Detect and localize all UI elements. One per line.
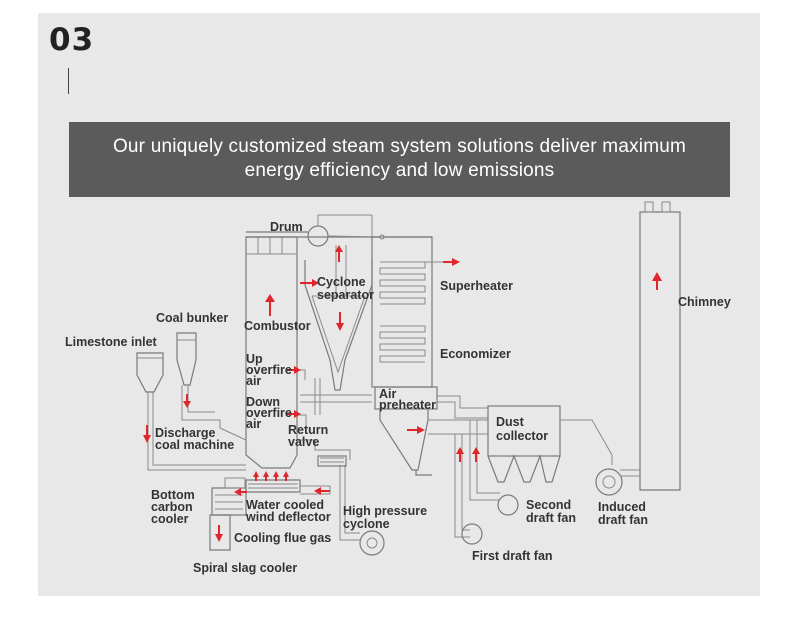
drum: [307, 214, 385, 247]
label-induced-draft-2: draft fan: [598, 513, 648, 527]
limestone-inlet-unit: [136, 352, 246, 471]
label-return-valve-1: Return: [288, 423, 328, 437]
label-coal-bunker: Coal bunker: [156, 311, 228, 325]
label-air-preheater-2: preheater: [379, 398, 436, 412]
label-economizer: Economizer: [440, 347, 511, 361]
label-second-draft-2: draft fan: [526, 511, 576, 525]
label-bottom-carbon-2: carbon: [151, 500, 193, 514]
label-air-preheater-1: Air: [379, 387, 397, 401]
label-dust-collector-1: Dust: [496, 415, 525, 429]
label-bottom-carbon-3: cooler: [151, 512, 189, 526]
combustor-furnace: [245, 231, 432, 469]
headline-banner: Our uniquely customized steam system sol…: [69, 122, 730, 197]
label-cooling-flue-gas: Cooling flue gas: [234, 531, 331, 545]
label-second-draft-1: Second: [526, 498, 571, 512]
label-high-pressure-1: High pressure: [343, 504, 427, 518]
return-valve-unit: [317, 455, 347, 467]
label-first-draft-fan: First draft fan: [472, 549, 553, 563]
flow-arrows: [143, 245, 662, 542]
ducts: [300, 378, 488, 435]
label-down-overfire-3: air: [246, 417, 261, 431]
label-bottom-carbon-1: Bottom: [151, 488, 195, 502]
label-spiral-slag-cooler: Spiral slag cooler: [193, 561, 297, 575]
label-drum: Drum: [270, 220, 303, 234]
label-cyclone-separator-2: separator: [317, 288, 374, 302]
label-discharge-coal-1: Discharge: [155, 426, 215, 440]
step-divider: [68, 68, 69, 94]
chimney-stack: [639, 201, 681, 491]
backpass: [371, 236, 443, 410]
label-water-cooled-2: wind deflector: [245, 510, 331, 524]
label-up-overfire-3: air: [246, 374, 261, 388]
label-down-overfire-1: Down: [246, 395, 280, 409]
label-superheater: Superheater: [440, 279, 513, 293]
cyclone-separator: [304, 245, 373, 391]
label-up-overfire-1: Up: [246, 352, 263, 366]
label-up-overfire-2: overfire: [246, 363, 292, 377]
label-induced-draft-1: Induced: [598, 500, 646, 514]
step-number: 03: [49, 22, 95, 58]
label-down-overfire-2: overfire: [246, 406, 292, 420]
coal-bunker-unit: [176, 332, 247, 441]
spiral-slag-cooler: [209, 514, 231, 551]
headline-line-1: Our uniquely customized steam system sol…: [112, 136, 687, 157]
dust-collector-unit: [487, 405, 613, 483]
label-discharge-coal-2: coal machine: [155, 438, 234, 452]
label-limestone-inlet: Limestone inlet: [65, 335, 158, 349]
label-return-valve-2: valve: [288, 435, 319, 449]
induced-draft-fan: [595, 468, 640, 496]
label-combustor: Combustor: [244, 319, 311, 333]
headline-line-2: energy efficiency and low emissions: [244, 160, 555, 181]
label-chimney: Chimney: [678, 295, 731, 309]
draft-lines: [339, 420, 519, 556]
label-cyclone-separator-1: Cyclone: [317, 275, 366, 289]
label-dust-collector-2: collector: [496, 429, 548, 443]
air-preheater-hopper: [379, 410, 432, 476]
label-high-pressure-2: cyclone: [343, 517, 390, 531]
label-water-cooled-1: Water cooled: [246, 498, 324, 512]
